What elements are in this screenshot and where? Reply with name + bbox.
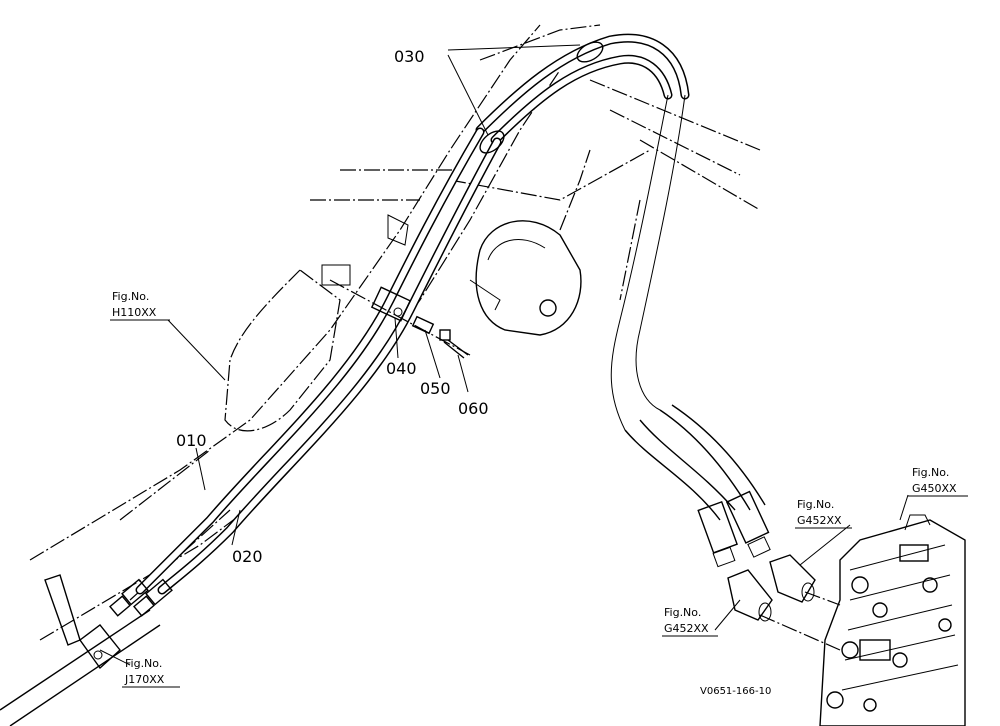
right-hoses — [624, 404, 771, 568]
part-label-030: 030 — [394, 47, 425, 66]
spacer-050 — [411, 315, 435, 335]
figref-g452-lower-prefix: Fig.No. — [664, 606, 701, 619]
figref-h110: Fig.No. H110XX — [110, 290, 170, 321]
part-label-020: 020 — [232, 547, 263, 566]
figref-j170-code: J170XX — [124, 673, 165, 686]
control-valve — [819, 514, 966, 726]
lower-pipe — [0, 574, 161, 726]
figref-g452-upper-code: G452XX — [797, 514, 842, 527]
clamp-030-lower — [479, 130, 505, 154]
figref-j170-prefix: Fig.No. — [125, 657, 162, 670]
bolt-axis — [329, 279, 471, 356]
part-label-010: 010 — [176, 431, 207, 450]
figref-h110-prefix: Fig.No. — [112, 290, 149, 303]
fitting-axis-lower — [759, 614, 841, 651]
clamp-030-upper — [576, 41, 604, 63]
figref-j170: Fig.No. J170XX — [122, 657, 180, 688]
figref-g452-lower-code: G452XX — [664, 622, 709, 635]
figref-h110-code: H110XX — [112, 306, 157, 319]
hose-020 — [157, 137, 502, 595]
figref-g452-upper-prefix: Fig.No. — [797, 498, 834, 511]
frame-bracket — [387, 214, 409, 246]
figref-g452-lower: Fig.No. G452XX — [662, 606, 718, 637]
cylinder-bracket — [469, 149, 591, 336]
bolt-060 — [439, 329, 469, 359]
figref-g450-prefix: Fig.No. — [912, 466, 949, 479]
hose-010 — [135, 127, 485, 595]
elbow-fitting-upper — [769, 554, 816, 603]
part-label-050: 050 — [420, 379, 451, 398]
figref-g452-upper: Fig.No. G452XX — [795, 498, 852, 529]
part-label-040: 040 — [386, 359, 417, 378]
boom-pipes — [475, 33, 690, 431]
part-label-060: 060 — [458, 399, 489, 418]
figref-g450-code: G450XX — [912, 482, 957, 495]
drawing-code: V0651-166-10 — [700, 686, 771, 697]
figref-g450: Fig.No. G450XX — [908, 466, 968, 497]
leader-lines — [99, 44, 909, 666]
frame-plate — [321, 264, 351, 286]
fitting-axis-upper — [804, 591, 841, 606]
elbow-fitting-lower — [727, 569, 773, 622]
